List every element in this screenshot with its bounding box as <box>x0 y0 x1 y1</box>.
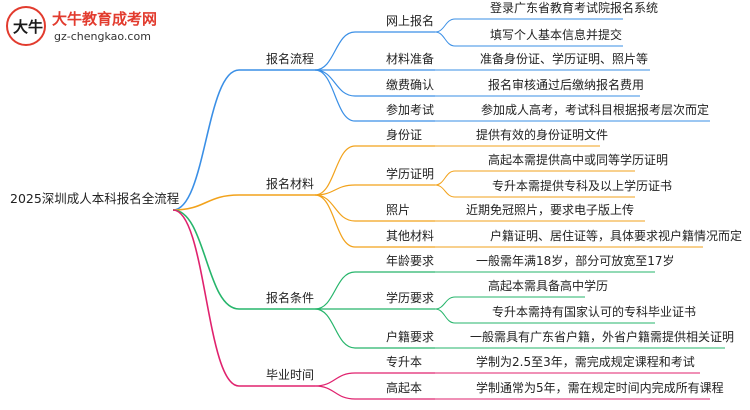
logo-url: gz-chengkao.com <box>54 30 151 43</box>
subbranch-connector <box>314 385 356 400</box>
leaf-node: 一般需年满18岁，部分可放宽至17岁 <box>476 254 675 268</box>
logo-title: 大牛教育成考网 <box>52 10 158 28</box>
subbranch-node: 高起本 <box>386 381 423 395</box>
subbranch-connector <box>314 194 356 248</box>
leaf-node: 提供有效的身份证明文件 <box>476 128 609 142</box>
subbranch-node: 缴费确认 <box>386 78 435 92</box>
leaf-node: 学制通常为5年，需在规定时间内完成所有课程 <box>476 381 724 395</box>
branch-connector <box>172 69 240 211</box>
subbranch-connector <box>314 31 356 71</box>
leaf-node: 专升本需持有国家认可的专科毕业证书 <box>492 305 697 319</box>
subbranch-connector <box>314 69 356 97</box>
branch-connector <box>172 209 240 310</box>
subbranch-node: 参加考试 <box>386 103 435 117</box>
subbranch-node: 身份证 <box>386 128 423 142</box>
branch-node: 报名材料 <box>266 177 315 191</box>
leaf-connector <box>434 296 456 310</box>
leaf-connector <box>434 31 456 47</box>
leaf-node: 户籍证明、居住证等，具体要求视户籍情况而定 <box>490 229 743 243</box>
leaf-connector <box>434 308 456 324</box>
branch-node: 毕业时间 <box>266 368 315 382</box>
subbranch-node: 学历证明 <box>386 167 435 181</box>
branch-connector <box>172 194 240 211</box>
leaf-node: 近期免冠照片，要求电子版上传 <box>466 203 635 217</box>
branch-connector <box>172 209 240 387</box>
leaf-connector <box>434 170 456 186</box>
subbranch-node: 专升本 <box>386 355 423 369</box>
branch-node: 报名流程 <box>266 52 315 66</box>
subbranch-node: 材料准备 <box>386 52 435 66</box>
leaf-node: 专升本需提供专科及以上学历证书 <box>492 179 673 193</box>
subbranch-node: 其他材料 <box>386 229 435 243</box>
leaf-connector <box>434 184 456 198</box>
subbranch-node: 网上报名 <box>386 14 435 28</box>
leaf-node: 高起本需提供高中或同等学历证明 <box>488 153 669 167</box>
logo-mark-text: 大牛 <box>13 18 44 36</box>
subbranch-connector <box>314 271 356 310</box>
root-node: 2025深圳成人本科报名全流程 <box>10 191 180 206</box>
subbranch-connector <box>314 184 356 196</box>
leaf-node: 学制为2.5至3年，需完成规定课程和考试 <box>476 355 695 369</box>
leaf-node: 登录广东省教育考试院报名系统 <box>490 1 659 15</box>
leaf-node: 一般需具有广东省户籍，外省户籍需提供相关证明 <box>470 330 735 344</box>
leaf-node: 填写个人基本信息并提交 <box>490 28 623 42</box>
subbranch-connector <box>314 194 356 222</box>
leaf-node: 参加成人高考，考试科目根据报考层次而定 <box>481 103 710 117</box>
subbranch-node: 学历要求 <box>386 291 435 305</box>
site-logo: 大牛 大牛教育成考网 gz-chengkao.com <box>6 4 196 52</box>
subbranch-connector <box>314 69 356 122</box>
subbranch-connector <box>314 372 356 387</box>
logo-mark-icon: 大牛 <box>6 6 46 46</box>
leaf-node: 高起本需具备高中学历 <box>488 279 609 293</box>
subbranch-connector <box>314 145 356 196</box>
branch-node: 报名条件 <box>266 291 315 305</box>
subbranch-node: 户籍要求 <box>386 330 435 344</box>
subbranch-node: 照片 <box>386 203 411 217</box>
subbranch-connector <box>314 308 356 349</box>
leaf-connector <box>434 18 456 33</box>
leaf-node: 报名审核通过后缴纳报名费用 <box>488 78 645 92</box>
leaf-node: 准备身份证、学历证明、照片等 <box>480 52 649 66</box>
subbranch-node: 年龄要求 <box>386 254 435 268</box>
